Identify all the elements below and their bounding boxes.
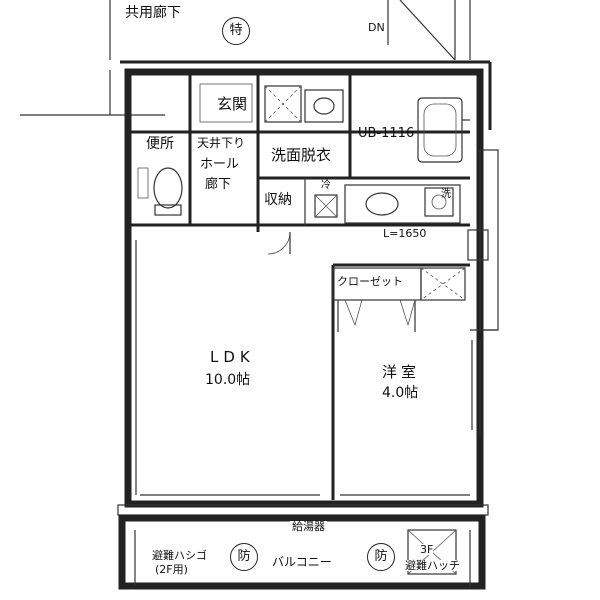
closet-label: クローゼット	[337, 275, 403, 288]
balcony-label: バルコニー	[272, 555, 332, 569]
water-heater-label: 給湯器	[290, 520, 327, 533]
fire-mark-right: 防	[367, 543, 395, 571]
hallway-label: 廊下	[205, 177, 232, 192]
toilet-label: 便所	[146, 136, 174, 152]
entrance-label: 玄関	[217, 95, 248, 113]
western-room-name: 洋室	[382, 363, 421, 381]
fire-mark-left: 防	[230, 543, 258, 571]
escape-ladder-sub: (2F用)	[155, 563, 188, 576]
unit-bath-label: UB-1116	[358, 126, 415, 141]
storage-label: 収納	[264, 192, 292, 208]
ldk-size: 10.0帖	[205, 372, 251, 388]
kitchen-dimension: L=1650	[383, 227, 427, 240]
fridge-mark: 冷	[321, 180, 331, 191]
western-room-size: 4.0帖	[382, 385, 419, 401]
ldk-name: LDK	[210, 348, 255, 366]
escape-ladder-label: 避難ハシゴ	[152, 549, 207, 562]
washroom-label: 洗面脱衣	[271, 146, 332, 164]
hall-label: ホール	[200, 157, 240, 172]
washer-mark: 洗	[441, 189, 451, 200]
hatch-3f-name: 避難ハッチ	[405, 559, 460, 572]
hatch-3f-label: 3F	[420, 543, 434, 556]
corridor-label: 共用廊下	[125, 5, 181, 21]
special-mark: 特	[222, 17, 250, 45]
ceiling-low-label: 天井下り	[197, 136, 246, 150]
dn-mark: DN	[368, 21, 385, 34]
